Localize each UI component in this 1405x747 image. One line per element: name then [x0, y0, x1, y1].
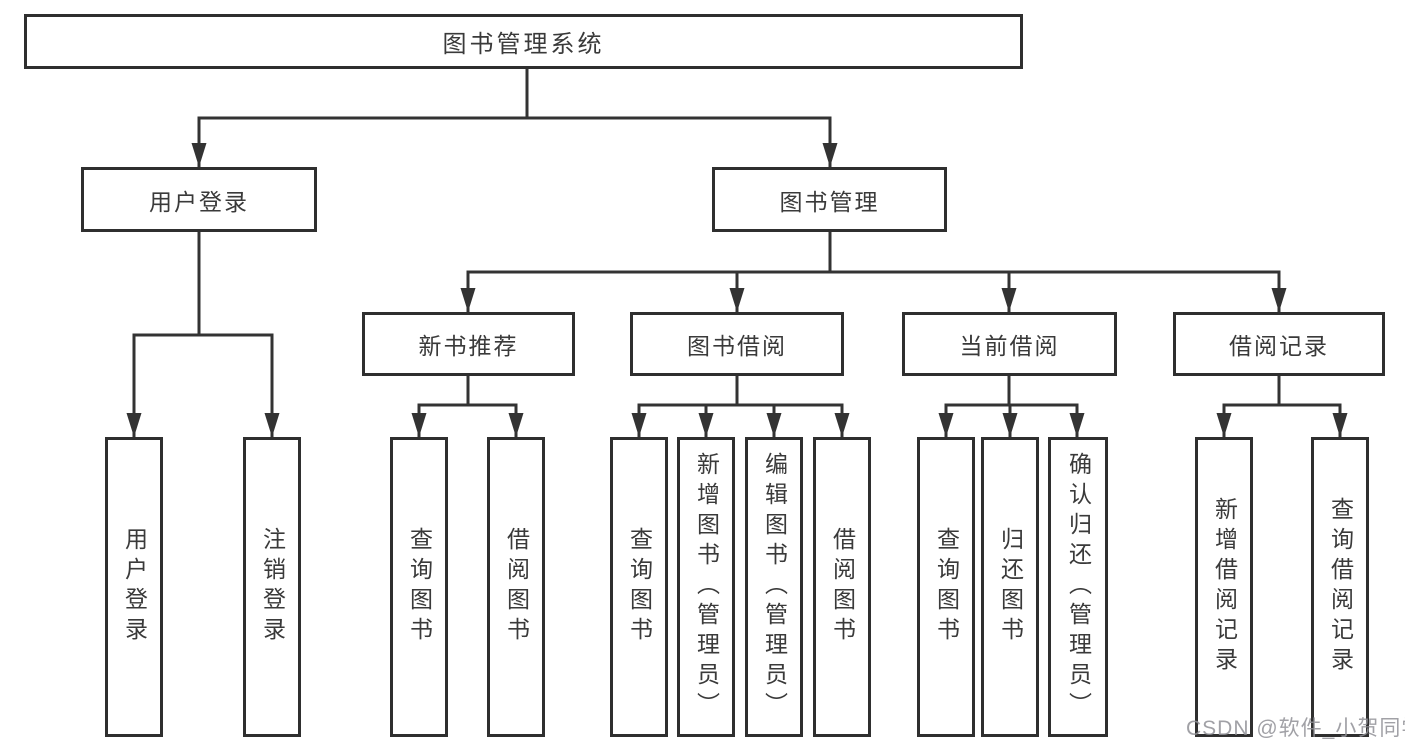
node-user-login: 用户登录 — [81, 167, 317, 232]
leaf-add-borrow-record: 新增借阅记录 — [1195, 437, 1253, 737]
node-label: 注销登录 — [259, 527, 286, 647]
leaf-user-login: 用户登录 — [105, 437, 163, 737]
node-label: 新书推荐 — [418, 333, 519, 359]
leaf-borrow-books-recommendation: 借阅图书 — [487, 437, 545, 737]
node-borrowing-records: 借阅记录 — [1173, 312, 1385, 376]
leaf-borrow-books-borrowing: 借阅图书 — [813, 437, 871, 737]
node-label: 借阅记录 — [1229, 333, 1329, 359]
leaf-add-books-admin: 新增图书（管理员） — [677, 437, 735, 737]
leaf-query-books-borrowing: 查询图书 — [610, 437, 668, 737]
node-book-borrowing: 图书借阅 — [630, 312, 844, 376]
node-label: 图书借阅 — [687, 333, 787, 359]
node-label: 图书管理 — [779, 188, 880, 215]
node-label: 归还图书 — [997, 527, 1024, 647]
node-book-management: 图书管理 — [712, 167, 947, 232]
leaf-return-books: 归还图书 — [981, 437, 1039, 737]
node-label: 当前借阅 — [959, 333, 1060, 359]
node-label: 确认归还（管理员） — [1065, 452, 1092, 722]
leaf-confirm-return-admin: 确认归还（管理员） — [1048, 437, 1108, 737]
node-label: 用户登录 — [121, 527, 148, 647]
node-label: 查询图书 — [626, 527, 653, 647]
node-library-system: 图书管理系统 — [24, 14, 1023, 69]
leaf-query-books-current: 查询图书 — [917, 437, 975, 737]
node-label: 新增图书（管理员） — [693, 452, 720, 722]
leaf-logout-login: 注销登录 — [243, 437, 301, 737]
node-current-borrowing: 当前借阅 — [902, 312, 1117, 376]
leaf-edit-books-admin: 编辑图书（管理员） — [745, 437, 803, 737]
node-label: 借阅图书 — [503, 527, 530, 647]
node-label: 图书管理系统 — [442, 31, 605, 58]
leaf-query-borrow-record: 查询借阅记录 — [1311, 437, 1369, 737]
node-label: 编辑图书（管理员） — [761, 452, 788, 722]
node-label: 查询借阅记录 — [1327, 497, 1354, 677]
node-new-book-recommendation: 新书推荐 — [362, 312, 575, 376]
csdn-watermark: CSDN @软件_小贺同学 — [1186, 717, 1405, 740]
node-label: 用户登录 — [149, 188, 249, 215]
node-label: 查询图书 — [406, 527, 433, 647]
node-label: 查询图书 — [933, 527, 960, 647]
node-label: 借阅图书 — [829, 527, 856, 647]
node-label: 新增借阅记录 — [1211, 497, 1238, 677]
leaf-query-books-recommendation: 查询图书 — [390, 437, 448, 737]
